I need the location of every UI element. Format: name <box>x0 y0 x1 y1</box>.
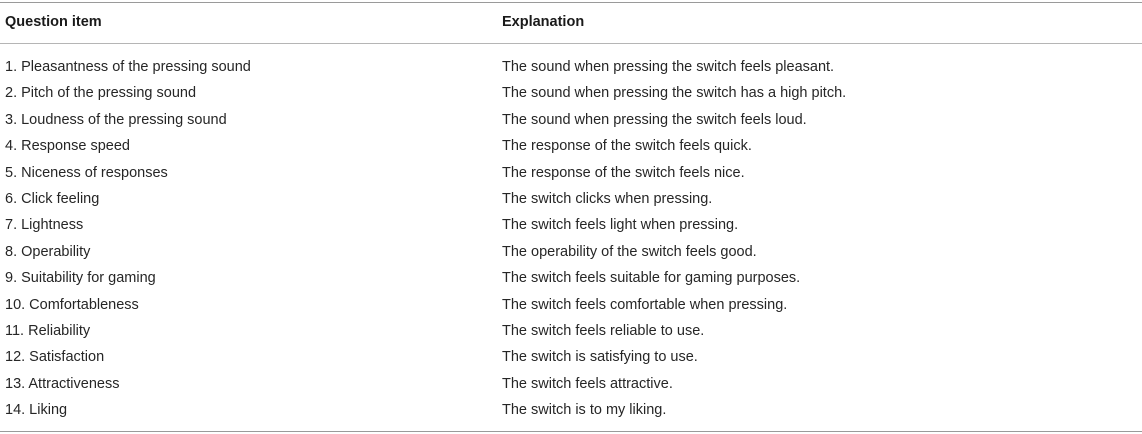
question-cell: 6. Click feeling <box>5 190 100 207</box>
question-cell: 10. Comfortableness <box>5 296 139 313</box>
question-cell: 12. Satisfaction <box>5 349 105 366</box>
explanation-cell: The response of the switch feels nice. <box>502 164 745 181</box>
table-row: 2. Pitch of the pressing sound The sound… <box>0 80 1142 106</box>
table-row: 14. Liking The switch is to my liking. <box>0 397 1142 423</box>
explanation-cell: The sound when pressing the switch feels… <box>502 111 807 128</box>
question-cell: 9. Suitability for gaming <box>5 270 156 287</box>
question-cell: 11. Reliability <box>5 322 91 339</box>
question-cell: 14. Liking <box>5 402 68 419</box>
table-row: 4. Response speed The response of the sw… <box>0 133 1142 159</box>
table-row: 11. Reliability The switch feels reliabl… <box>0 318 1142 344</box>
question-cell: 2. Pitch of the pressing sound <box>5 85 197 102</box>
explanation-cell: The switch is to my liking. <box>502 402 667 419</box>
table-row: 7. Lightness The switch feels light when… <box>0 212 1142 238</box>
explanation-cell: The switch feels light when pressing. <box>502 217 739 234</box>
explanation-cell: The switch clicks when pressing. <box>502 190 713 207</box>
table-row: 8. Operability The operability of the sw… <box>0 239 1142 265</box>
table-header-row: Question item Explanation <box>0 2 1142 43</box>
question-cell: 13. Attractiveness <box>5 375 120 392</box>
explanation-cell: The switch feels comfortable when pressi… <box>502 296 788 313</box>
table-row: 6. Click feeling The switch clicks when … <box>0 186 1142 212</box>
table-row: 3. Loudness of the pressing sound The so… <box>0 107 1142 133</box>
table-row: 1. Pleasantness of the pressing sound Th… <box>0 54 1142 80</box>
question-cell: 3. Loudness of the pressing sound <box>5 111 227 128</box>
explanation-cell: The switch is satisfying to use. <box>502 349 698 366</box>
explanation-cell: The switch feels suitable for gaming pur… <box>502 270 801 287</box>
table-header-rule <box>0 43 1142 44</box>
question-cell: 1. Pleasantness of the pressing sound <box>5 59 251 75</box>
table-row: 9. Suitability for gaming The switch fee… <box>0 265 1142 291</box>
table-row: 5. Niceness of responses The response of… <box>0 160 1142 186</box>
question-cell: 8. Operability <box>5 243 91 260</box>
table-body: 1. Pleasantness of the pressing sound Th… <box>0 54 1142 423</box>
explanation-cell: The sound when pressing the switch has a… <box>502 85 847 102</box>
header-explanation: Explanation <box>502 14 585 30</box>
explanation-cell: The response of the switch feels quick. <box>502 138 752 155</box>
explanation-cell: The switch feels attractive. <box>502 375 673 392</box>
question-cell: 4. Response speed <box>5 138 130 155</box>
explanation-cell: The operability of the switch feels good… <box>502 243 757 260</box>
explanation-cell: The sound when pressing the switch feels… <box>502 59 835 75</box>
header-question-item: Question item <box>5 14 102 30</box>
explanation-cell: The switch feels reliable to use. <box>502 322 705 339</box>
table-row: 10. Comfortableness The switch feels com… <box>0 292 1142 318</box>
table-bottom-rule <box>0 431 1142 432</box>
question-cell: 5. Niceness of responses <box>5 164 168 181</box>
table-top-rule <box>0 2 1142 3</box>
question-cell: 7. Lightness <box>5 217 84 234</box>
table-row: 13. Attractiveness The switch feels attr… <box>0 371 1142 397</box>
table-row: 12. Satisfaction The switch is satisfyin… <box>0 344 1142 370</box>
